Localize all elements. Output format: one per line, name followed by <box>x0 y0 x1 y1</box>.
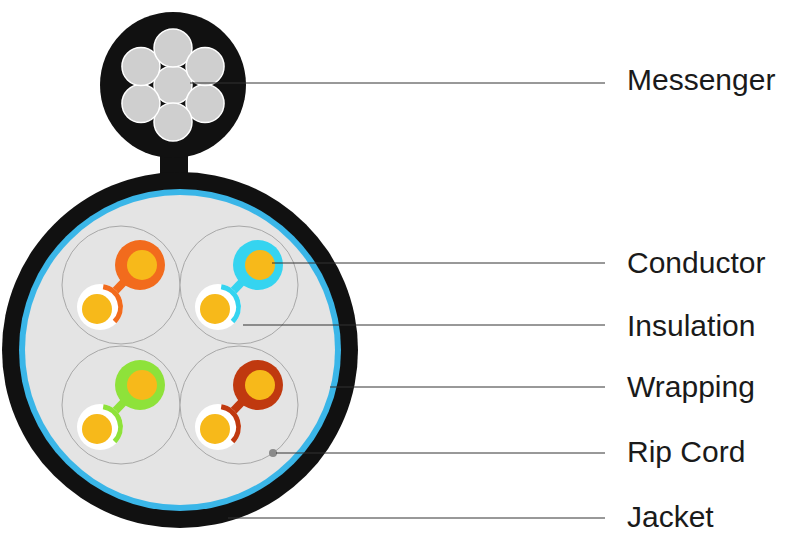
conductor-label: Conductor <box>627 248 765 278</box>
jacket <box>2 172 358 528</box>
wrapping-label: Wrapping <box>627 372 755 402</box>
twisted-pair <box>180 226 298 344</box>
messenger-label: Messenger <box>627 65 775 95</box>
twisted-pair <box>180 346 298 464</box>
wrapping <box>19 189 341 511</box>
twisted-pair <box>62 346 180 464</box>
messenger-wire <box>100 12 246 195</box>
rip-cord-label: Rip Cord <box>627 437 745 467</box>
filler <box>25 195 335 505</box>
leader-lines <box>190 83 605 518</box>
twisted-pair <box>62 226 180 344</box>
jacket-label: Jacket <box>627 502 714 532</box>
steel-strand <box>122 85 160 123</box>
cable-body <box>2 172 358 528</box>
steel-strand <box>186 48 224 86</box>
rip-cord <box>269 449 277 457</box>
insulation-label: Insulation <box>627 311 755 341</box>
